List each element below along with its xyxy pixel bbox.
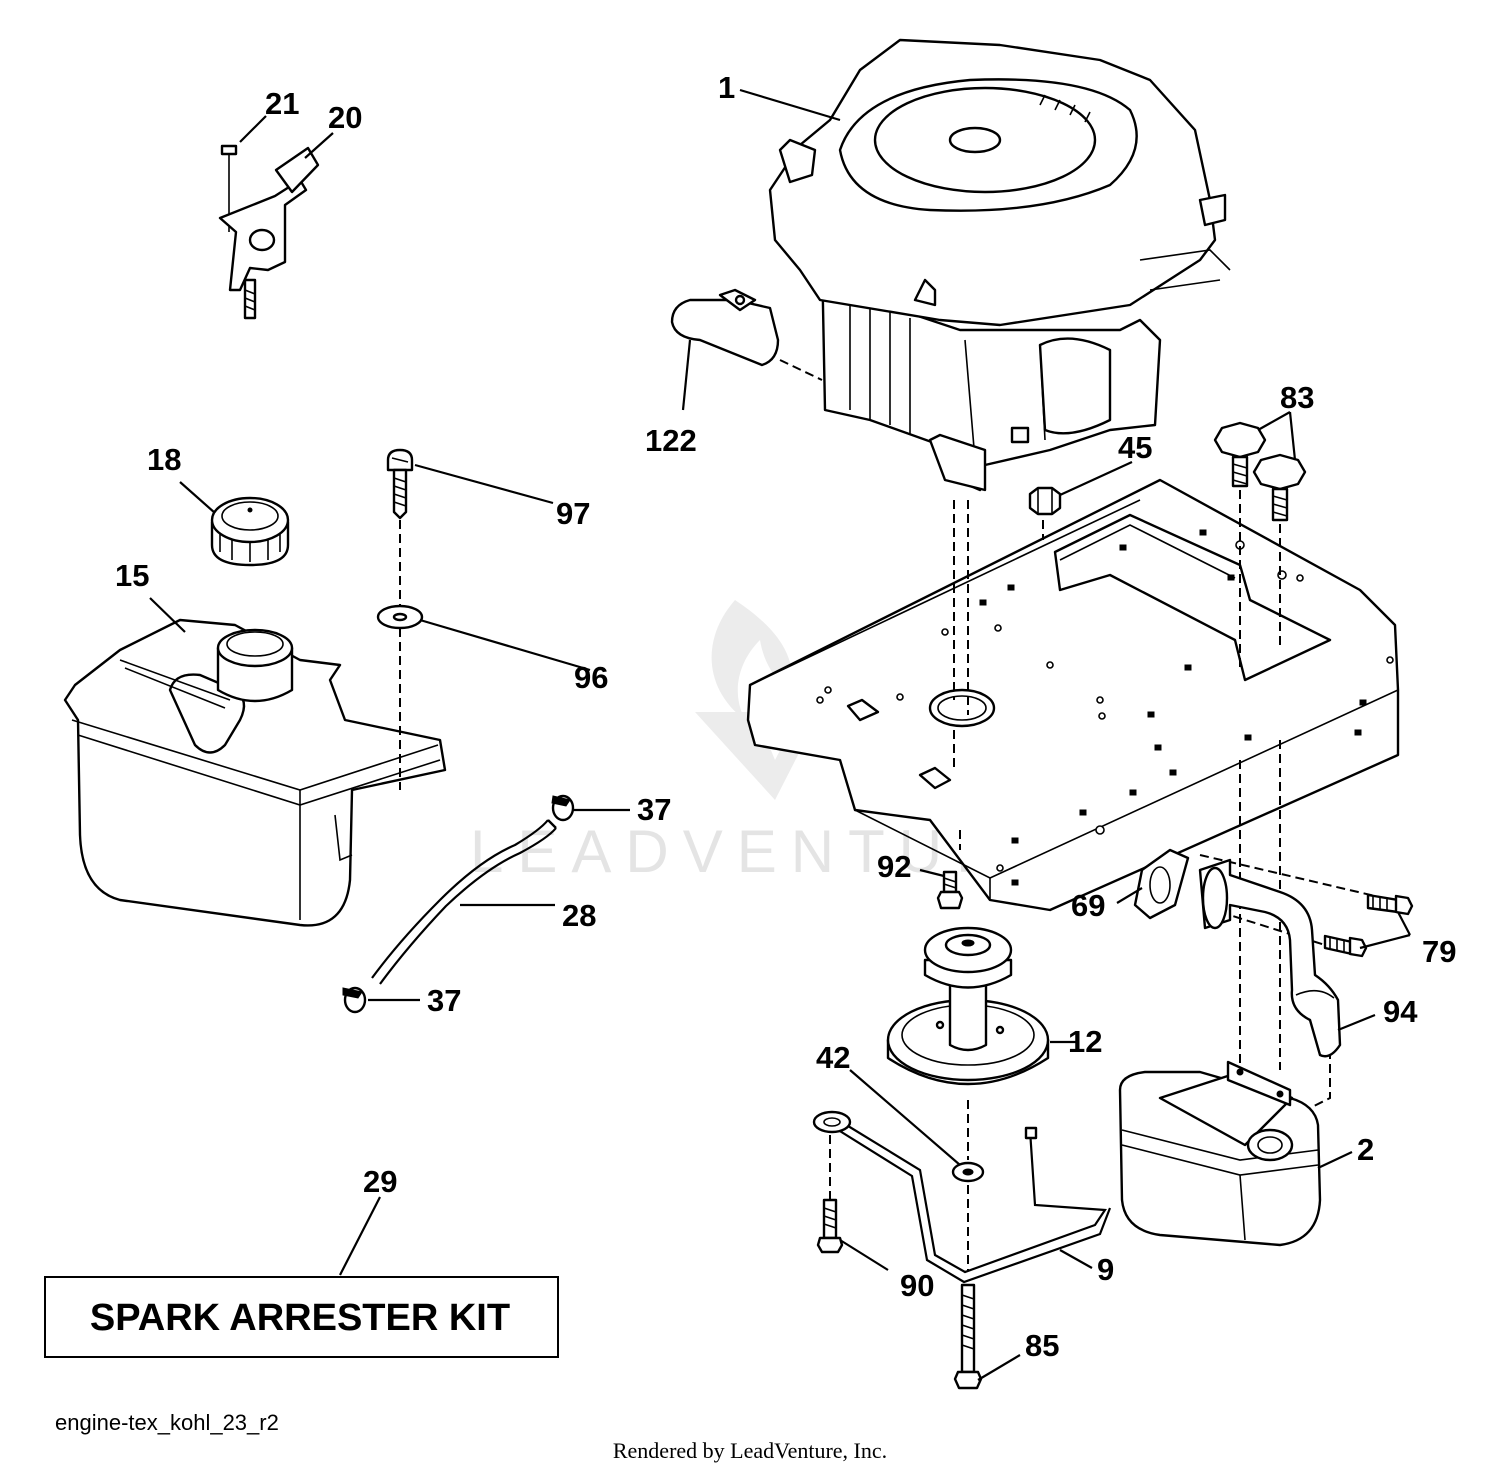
belt-guide-washer-part (951, 1161, 985, 1183)
callout-18: 18 (147, 442, 181, 477)
drawing-reference: engine-tex_kohl_23_r2 (55, 1410, 279, 1435)
callout-20: 20 (328, 100, 362, 135)
belt-guide-bolt-part (816, 1135, 844, 1254)
exhaust-pipe-part (1198, 858, 1342, 1058)
callout-92: 92 (877, 849, 911, 884)
callout-122: 122 (645, 423, 697, 458)
exhaust-bolt-lower-part (1323, 934, 1368, 958)
fuel-line-part (371, 819, 557, 985)
callout-28: 28 (562, 898, 596, 933)
callout-37-upper: 37 (637, 792, 671, 827)
tank-washer-part (376, 604, 424, 630)
callout-97: 97 (556, 496, 590, 531)
engine-nut-part (1028, 486, 1062, 516)
callout-1: 1 (718, 70, 735, 105)
engine-part (768, 38, 1231, 492)
assembly-axes (953, 490, 1406, 1270)
callout-15: 15 (115, 558, 149, 593)
callout-90: 90 (900, 1268, 934, 1303)
callout-83: 83 (1280, 380, 1314, 415)
callout-labels: 1 2 9 12 15 18 20 21 28 29 37 37 42 45 6… (115, 70, 1456, 1363)
muffler-part (1118, 1060, 1322, 1247)
leader-lines (149, 88, 1411, 1381)
callout-85: 85 (1025, 1328, 1059, 1363)
pulley-bolt-part (936, 870, 964, 910)
callout-79: 79 (1422, 934, 1456, 969)
spark-arrester-kit-box: SPARK ARRESTER KIT (44, 1276, 559, 1358)
lift-handle-part (670, 288, 823, 381)
spark-arrester-kit-label: SPARK ARRESTER KIT (90, 1297, 510, 1339)
hose-clamp-lower-part (342, 986, 367, 1014)
callout-29: 29 (363, 1164, 397, 1199)
adjustment-knob-upper-part (1213, 421, 1267, 488)
long-bolt-part (953, 1283, 983, 1390)
callout-12: 12 (1068, 1024, 1102, 1059)
callout-45: 45 (1118, 430, 1152, 465)
fuel-cap-part (210, 496, 290, 567)
callout-37-lower: 37 (427, 983, 461, 1018)
callout-9: 9 (1097, 1252, 1114, 1287)
fuel-tank-part (63, 618, 447, 927)
engine-deck-plate-part (746, 478, 1400, 912)
hose-clamp-upper-part (551, 794, 575, 822)
callout-21: 21 (265, 86, 299, 121)
throttle-bracket-part (218, 144, 320, 320)
adjustment-knob-lower-part (1252, 453, 1307, 522)
callout-2: 2 (1357, 1132, 1374, 1167)
tank-screw-part (386, 448, 414, 520)
callout-96: 96 (574, 660, 608, 695)
render-credit: Rendered by LeadVenture, Inc. (613, 1438, 887, 1463)
engine-pulley-part (886, 926, 1050, 1086)
callout-94: 94 (1383, 994, 1418, 1029)
callout-42: 42 (816, 1040, 850, 1075)
exhaust-gasket-part (1133, 848, 1190, 920)
belt-guide-rod-part (812, 1110, 1112, 1284)
exhaust-bolt-upper-part (1366, 893, 1414, 916)
callout-69: 69 (1071, 888, 1105, 923)
